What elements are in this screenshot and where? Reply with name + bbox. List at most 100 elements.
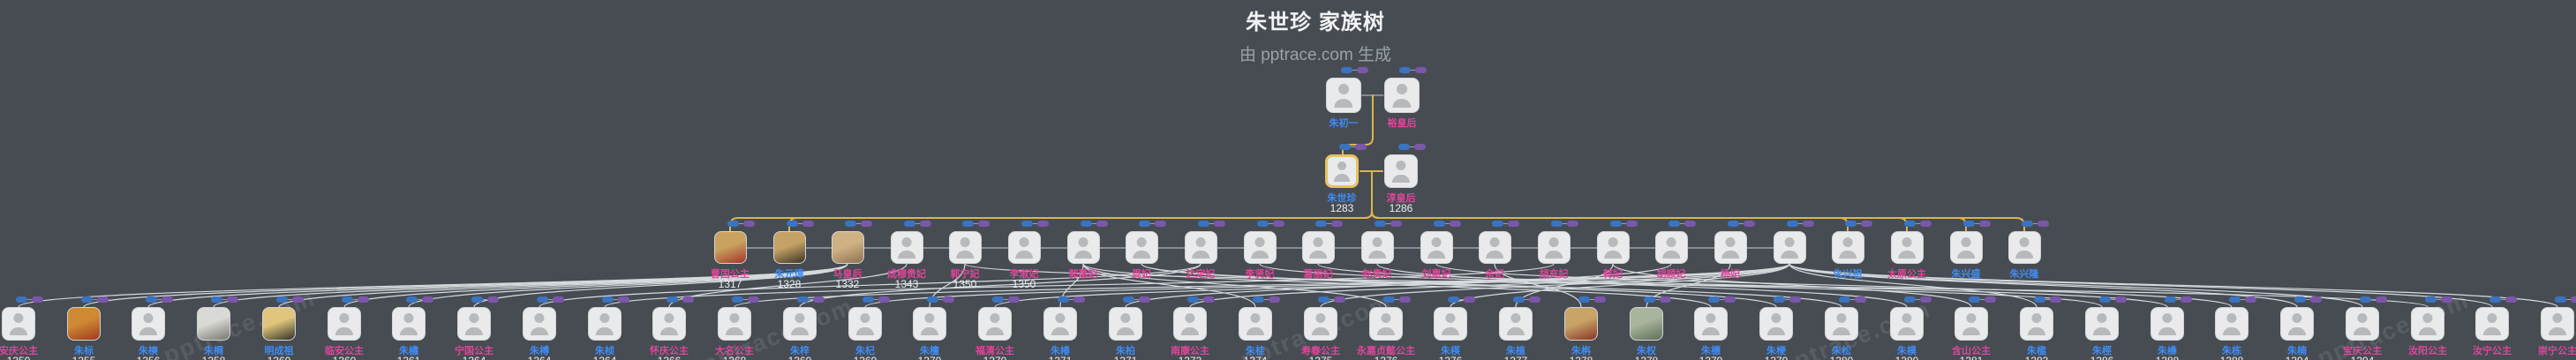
add-father-chip[interactable] (1492, 221, 1504, 227)
add-father-chip[interactable] (2228, 296, 2241, 303)
add-father-chip[interactable] (962, 221, 975, 227)
person-node[interactable]: 淳皇后 1286 (1384, 144, 1426, 214)
add-mother-chip[interactable] (1268, 296, 1280, 303)
person-card[interactable] (1955, 307, 1988, 341)
add-father-chip[interactable] (1551, 221, 1563, 227)
add-father-chip[interactable] (904, 221, 916, 227)
person-card[interactable] (913, 307, 946, 341)
person-node[interactable]: 朱兴祖 (1831, 221, 1873, 280)
add-mother-chip[interactable] (617, 296, 629, 303)
add-mother-chip[interactable] (861, 221, 873, 227)
add-mother-chip[interactable] (1037, 221, 1050, 227)
person-card[interactable] (1043, 307, 1077, 341)
person-node[interactable]: 朱植 1377 (1499, 296, 1540, 360)
person-card[interactable] (2, 307, 35, 341)
person-node[interactable]: 汝宁公主 (2473, 296, 2517, 356)
add-mother-chip[interactable] (1463, 296, 1475, 303)
add-mother-chip[interactable] (1979, 221, 1992, 227)
add-father-chip[interactable] (601, 296, 614, 303)
add-mother-chip[interactable] (357, 296, 369, 303)
person-card[interactable] (1173, 307, 1207, 341)
person-node[interactable]: 朱桢 1364 (588, 296, 629, 360)
add-mother-chip[interactable] (1508, 221, 1520, 227)
add-mother-chip[interactable] (1593, 296, 1606, 303)
add-father-chip[interactable] (1021, 221, 1034, 227)
add-father-chip[interactable] (1198, 221, 1210, 227)
add-mother-chip[interactable] (1984, 296, 1996, 303)
add-father-chip[interactable] (991, 296, 1004, 303)
person-node[interactable]: 韩妃 (1596, 221, 1638, 280)
person-card[interactable] (1360, 231, 1394, 264)
add-mother-chip[interactable] (2244, 296, 2256, 303)
person-card[interactable] (848, 307, 882, 341)
add-mother-chip[interactable] (2504, 296, 2517, 303)
person-card[interactable] (1243, 231, 1277, 264)
person-node[interactable]: 南康公主 1373 (1171, 296, 1215, 360)
person-node[interactable]: 朱桂 1374 (1239, 296, 1280, 360)
add-mother-chip[interactable] (920, 221, 932, 227)
person-node[interactable]: 大名公主 1368 (715, 296, 759, 360)
person-node[interactable]: 朱标 1355 (67, 296, 109, 360)
add-mother-chip[interactable] (486, 296, 499, 303)
add-mother-chip[interactable] (1626, 221, 1638, 227)
person-card[interactable] (1301, 231, 1335, 264)
person-card[interactable] (1125, 231, 1158, 264)
add-mother-chip[interactable] (1155, 221, 1167, 227)
person-card[interactable] (2007, 231, 2041, 264)
add-mother-chip[interactable] (682, 296, 694, 303)
add-father-chip[interactable] (1397, 144, 1410, 150)
person-node[interactable]: 朱椿 1371 (1043, 296, 1085, 360)
person-card[interactable] (890, 231, 923, 264)
person-node[interactable]: 郭惠妃 (1066, 221, 1109, 280)
person-node[interactable]: 朱权 1378 (1630, 296, 1671, 360)
add-mother-chip[interactable] (1659, 296, 1671, 303)
add-father-chip[interactable] (1081, 221, 1093, 227)
add-mother-chip[interactable] (1450, 221, 1462, 227)
person-node[interactable]: 李贤妃 (1243, 221, 1285, 280)
add-mother-chip[interactable] (1202, 296, 1215, 303)
add-mother-chip[interactable] (1920, 221, 1932, 227)
add-father-chip[interactable] (1903, 296, 1916, 303)
add-father-chip[interactable] (1787, 221, 1799, 227)
person-card[interactable] (1831, 231, 1864, 264)
person-card[interactable] (1239, 307, 1272, 341)
add-father-chip[interactable] (1668, 221, 1681, 227)
person-card[interactable] (1499, 307, 1533, 341)
add-father-chip[interactable] (15, 296, 27, 303)
add-father-chip[interactable] (145, 296, 157, 303)
add-father-chip[interactable] (275, 296, 288, 303)
add-mother-chip[interactable] (1356, 67, 1368, 73)
person-node[interactable]: 朱棡 1358 (197, 296, 238, 360)
person-node[interactable]: 明成祖 1360 (262, 296, 304, 360)
add-father-chip[interactable] (1707, 296, 1720, 303)
person-node[interactable]: 朱兴盛 (1949, 221, 1992, 280)
add-mother-chip[interactable] (802, 221, 815, 227)
person-node[interactable]: 赵贵妃 (1360, 221, 1403, 280)
person-node[interactable]: 成穆贵妃 1343 (887, 221, 932, 290)
add-father-chip[interactable] (1057, 296, 1069, 303)
person-card[interactable] (1434, 307, 1467, 341)
add-mother-chip[interactable] (1096, 221, 1109, 227)
person-card[interactable] (2150, 307, 2184, 341)
person-card[interactable] (1564, 307, 1598, 341)
person-node[interactable]: 朱世珍 1283 (1325, 144, 1367, 214)
person-node[interactable]: 怀庆公主 1366 (650, 296, 694, 360)
add-mother-chip[interactable] (1331, 221, 1344, 227)
person-card[interactable] (1420, 231, 1453, 264)
add-father-chip[interactable] (1257, 221, 1269, 227)
add-father-chip[interactable] (1139, 221, 1151, 227)
add-mother-chip[interactable] (1414, 67, 1427, 73)
add-father-chip[interactable] (796, 296, 809, 303)
add-mother-chip[interactable] (942, 296, 954, 303)
person-card[interactable] (1825, 307, 1858, 341)
person-node[interactable]: 朱榑 1364 (523, 296, 564, 360)
add-father-chip[interactable] (1773, 296, 1785, 303)
add-mother-chip[interactable] (226, 296, 238, 303)
add-mother-chip[interactable] (743, 221, 756, 227)
person-node[interactable]: 朱楧 1376 (1434, 296, 1475, 360)
person-card[interactable] (1304, 307, 1337, 341)
person-card[interactable] (1325, 154, 1359, 188)
add-father-chip[interactable] (731, 296, 743, 303)
add-father-chip[interactable] (1512, 296, 1525, 303)
add-mother-chip[interactable] (1789, 296, 1801, 303)
